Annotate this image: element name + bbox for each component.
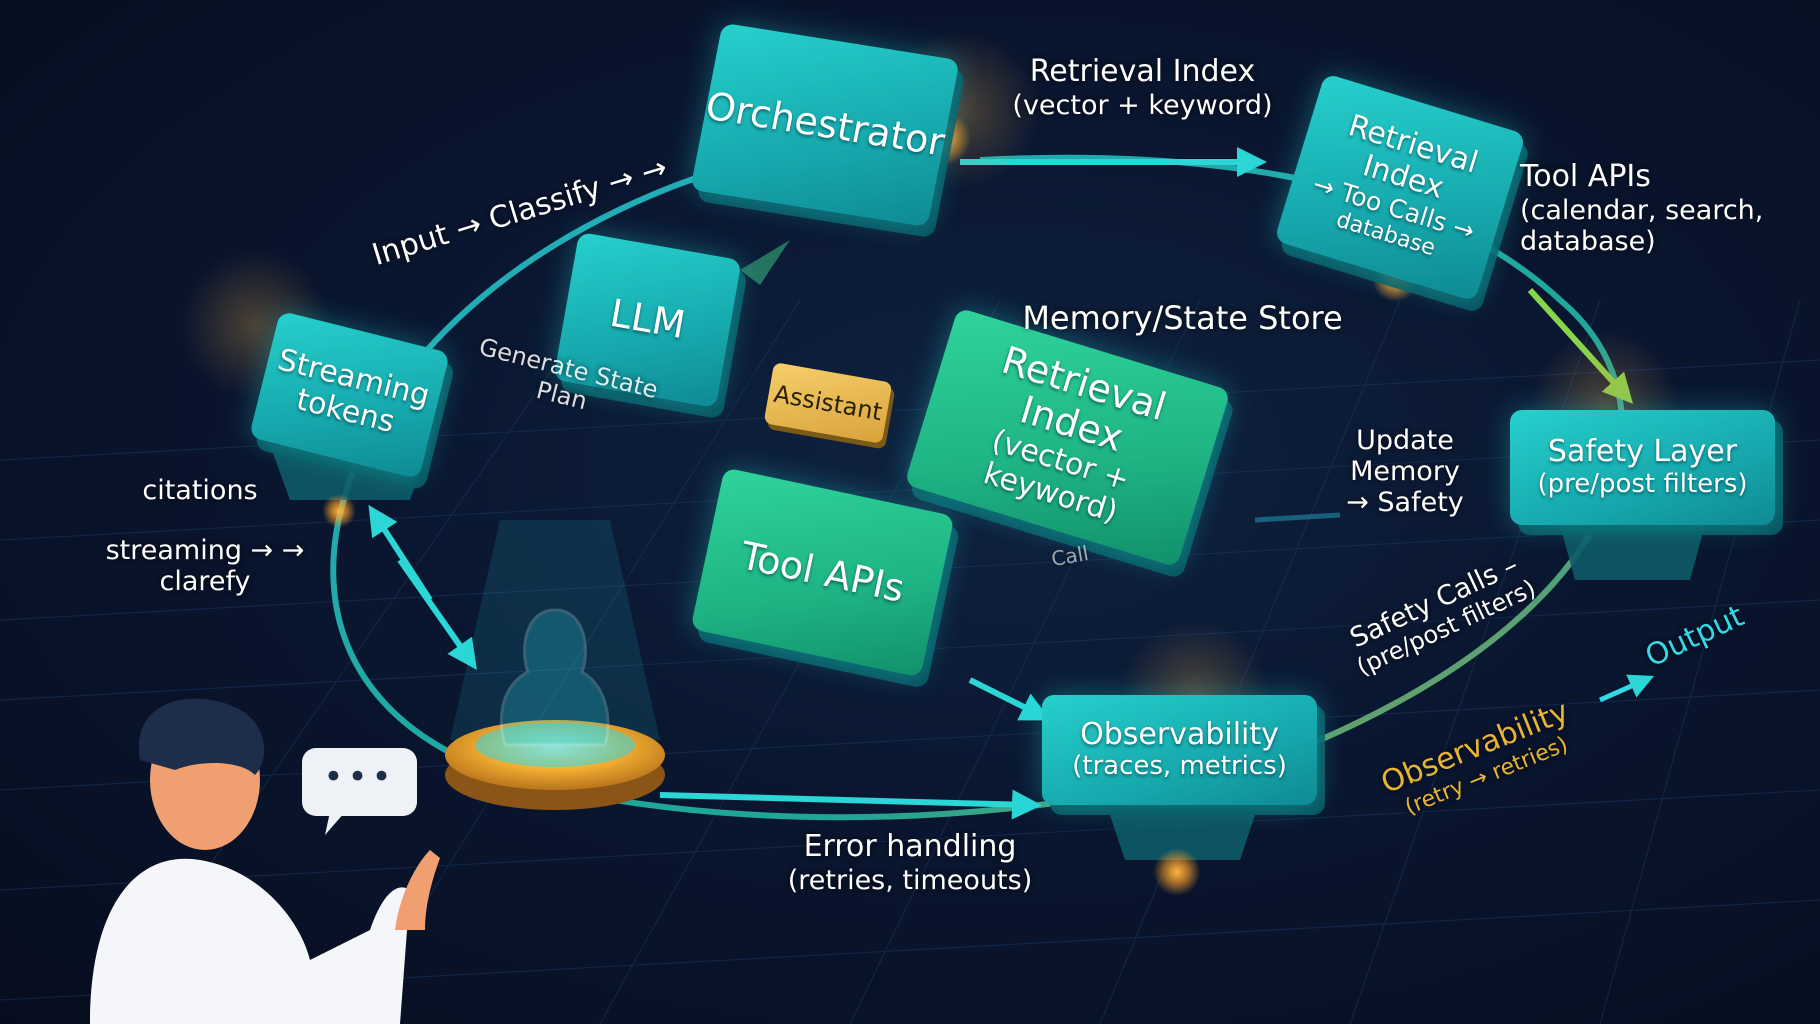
tool-apis-mid-title: Tool APIs [737,532,909,611]
user-figure [90,698,440,1024]
tool-apis-label: Tool APIs (calendar, search, database) [1520,159,1770,257]
streaming-clarify-label-subtitle: clarefy [159,566,251,598]
tool-apis-label-title: Tool APIs [1520,159,1651,194]
memory-state-label-title: Memory/State Store [1022,299,1343,337]
arrow-output [1598,674,1655,703]
orchestrator-title: Orchestrator [702,83,949,165]
glow-dot-streaming [322,494,356,528]
update-memory-label-line2: Memory [1350,456,1460,488]
tool-apis-label-line3: database) [1520,225,1656,257]
retrieval-index-label-title: Retrieval Index [1029,54,1256,89]
assistant-tag-title: Assistant [771,379,885,427]
error-handling-label-subtitle: (retries, timeouts) [787,864,1033,896]
arrow-retrieval-to-safety [1527,287,1634,404]
update-memory-label-title: Update [1356,425,1454,456]
glow-dot-observability [1153,848,1201,896]
arrow-orchestrator-to-llm [740,240,790,285]
chat-bubble-dots: ••• [302,757,417,797]
observability-title: Observability [1080,716,1279,752]
memory-state-label: Memory/State Store [1010,300,1355,337]
retrieval-index-label-subtitle: (vector + keyword) [1012,89,1273,121]
error-handling-label-title: Error handling [803,829,1017,864]
chat-bubble-dots-text: ••• [323,757,396,797]
retrieval-index-label: Retrieval Index (vector + keyword) [1010,54,1275,121]
arrow-memory-to-safety [1254,512,1341,523]
error-handling-label: Error handling (retries, timeouts) [765,829,1055,896]
tool-apis-label-line2: (calendar, search, [1520,194,1764,226]
safety-layer-subtitle: (pre/post filters) [1537,468,1748,499]
observability-node[interactable]: Observability (traces, metrics) [1042,695,1317,805]
streaming-clarify-label-title: streaming → → [105,535,305,566]
chat-bubble [302,748,417,835]
arrow-streaming-up [368,504,433,602]
update-memory-label-line3: → Safety [1346,487,1464,519]
safety-layer-title: Safety Layer [1547,434,1738,470]
arrow-error-to-observability [659,789,1042,820]
arrow-toolapis-to-observability [968,677,1051,721]
hologram-podium [445,520,665,810]
safety-layer-node[interactable]: Safety Layer (pre/post filters) [1510,410,1775,525]
citations-label-title: citations [142,475,258,506]
update-memory-label: Update Memory → Safety [1320,425,1490,518]
streaming-clarify-label: streaming → → clarefy [80,535,330,597]
llm-title: LLM [606,290,689,348]
observability-subtitle: (traces, metrics) [1072,751,1287,782]
citations-label: citations [120,475,280,506]
